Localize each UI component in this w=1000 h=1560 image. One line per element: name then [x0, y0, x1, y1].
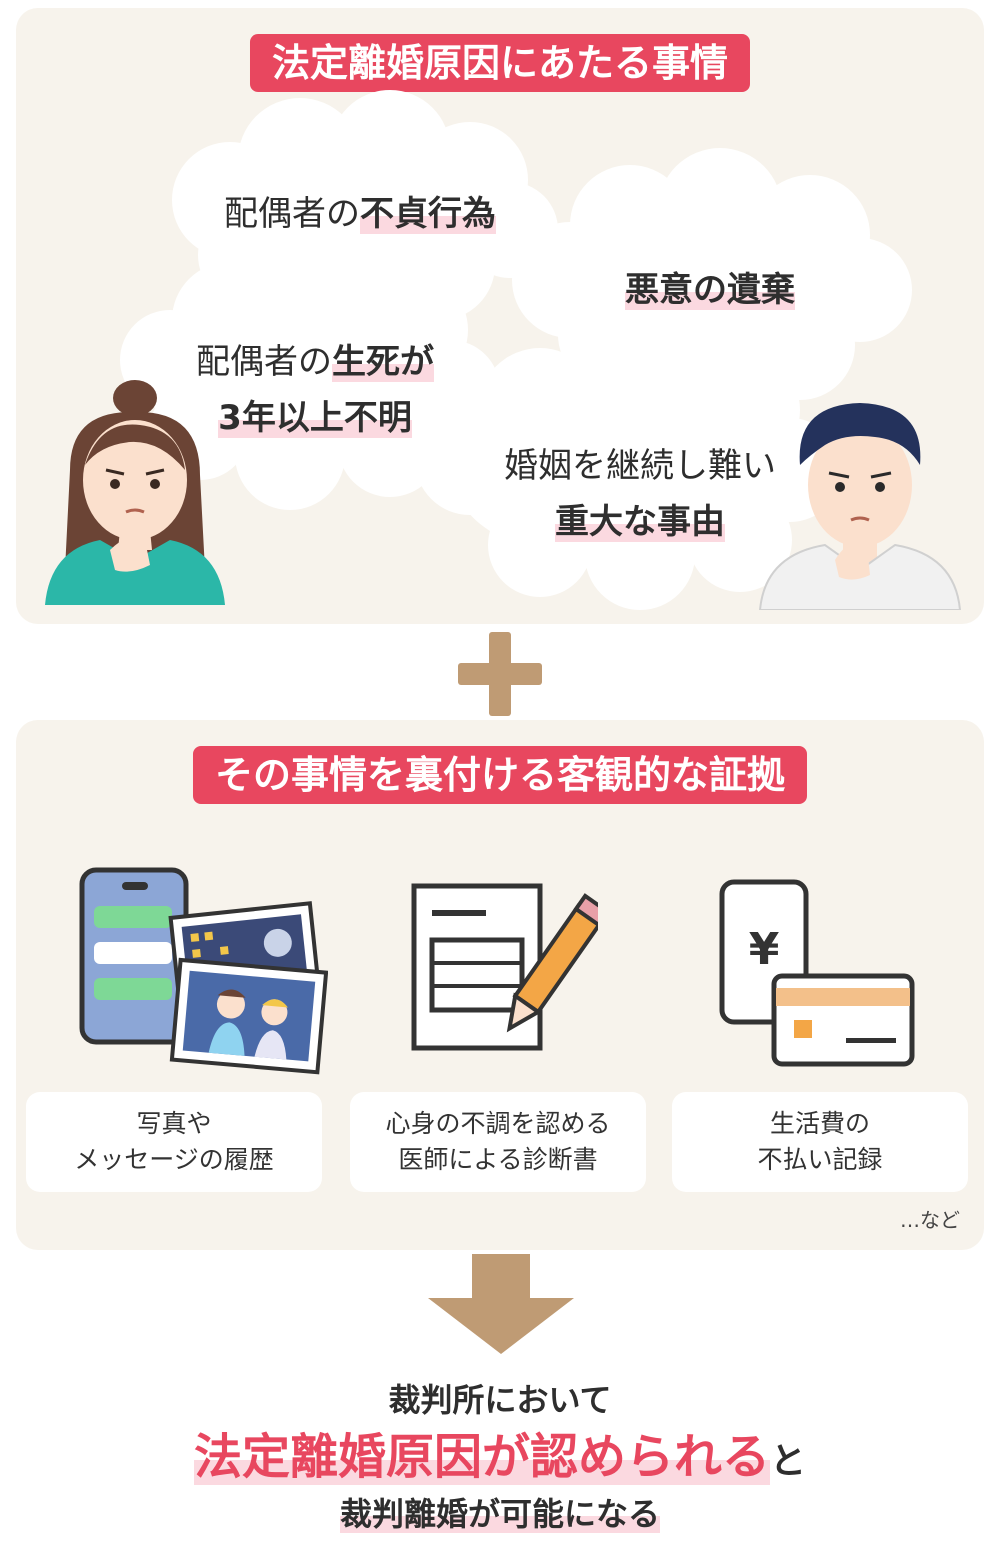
- reason-adultery: 配偶者の不貞行為: [224, 194, 496, 234]
- reason-serious-cause: 婚姻を継続し難い 重大な事由: [504, 446, 776, 542]
- conclusion-tail: と: [770, 1441, 807, 1482]
- man-thinking-illustration: [758, 403, 962, 610]
- conclusion-line3: 裁判離婚が可能になる: [0, 1492, 1000, 1536]
- etc-label: …など: [900, 1208, 960, 1232]
- conclusion-result: 裁判離婚が可能になる: [339, 1495, 660, 1533]
- medical-certificate-icon: [411, 883, 598, 1051]
- evidence-card-line1: 写真や: [136, 1109, 212, 1138]
- evidence-card-line1: 心身の不調を認める: [385, 1109, 611, 1138]
- evidence-title: その事情を裏付ける客観的な証拠: [192, 746, 808, 804]
- evidence-card-line1: 生活費の: [769, 1109, 870, 1138]
- evidence-card-line2: 不払い記録: [757, 1145, 883, 1174]
- conclusion-line2: 法定離婚原因が認められると: [0, 1426, 1000, 1493]
- evidence-card-line2: 医師による診断書: [398, 1145, 598, 1174]
- reason-desertion: 悪意の遺棄: [625, 270, 795, 310]
- unpaid-living-cost-icon: ¥: [719, 879, 915, 1067]
- reasons-title: 法定離婚原因にあたる事情: [249, 34, 751, 92]
- yen-symbol: ¥: [749, 924, 780, 975]
- conclusion-emphasis: 法定離婚原因が認められる: [193, 1429, 770, 1485]
- evidence-card-payment: 生活費の 不払い記録: [672, 1092, 968, 1192]
- evidence-card-photos: 写真や メッセージの履歴: [26, 1092, 322, 1192]
- reason-missing: 配偶者の生死が 3年以上不明: [196, 342, 434, 438]
- thought-clouds: [120, 90, 912, 610]
- down-arrow-icon: [428, 1254, 574, 1354]
- evidence-card-line2: メッセージの履歴: [74, 1145, 274, 1174]
- conclusion-line1: 裁判所において: [388, 1381, 612, 1419]
- woman-thinking-illustration: [45, 380, 225, 605]
- phone-photos-icon: [79, 867, 328, 1075]
- evidence-card-medical: 心身の不調を認める 医師による診断書: [350, 1092, 646, 1192]
- plus-icon-vertical: [489, 632, 511, 716]
